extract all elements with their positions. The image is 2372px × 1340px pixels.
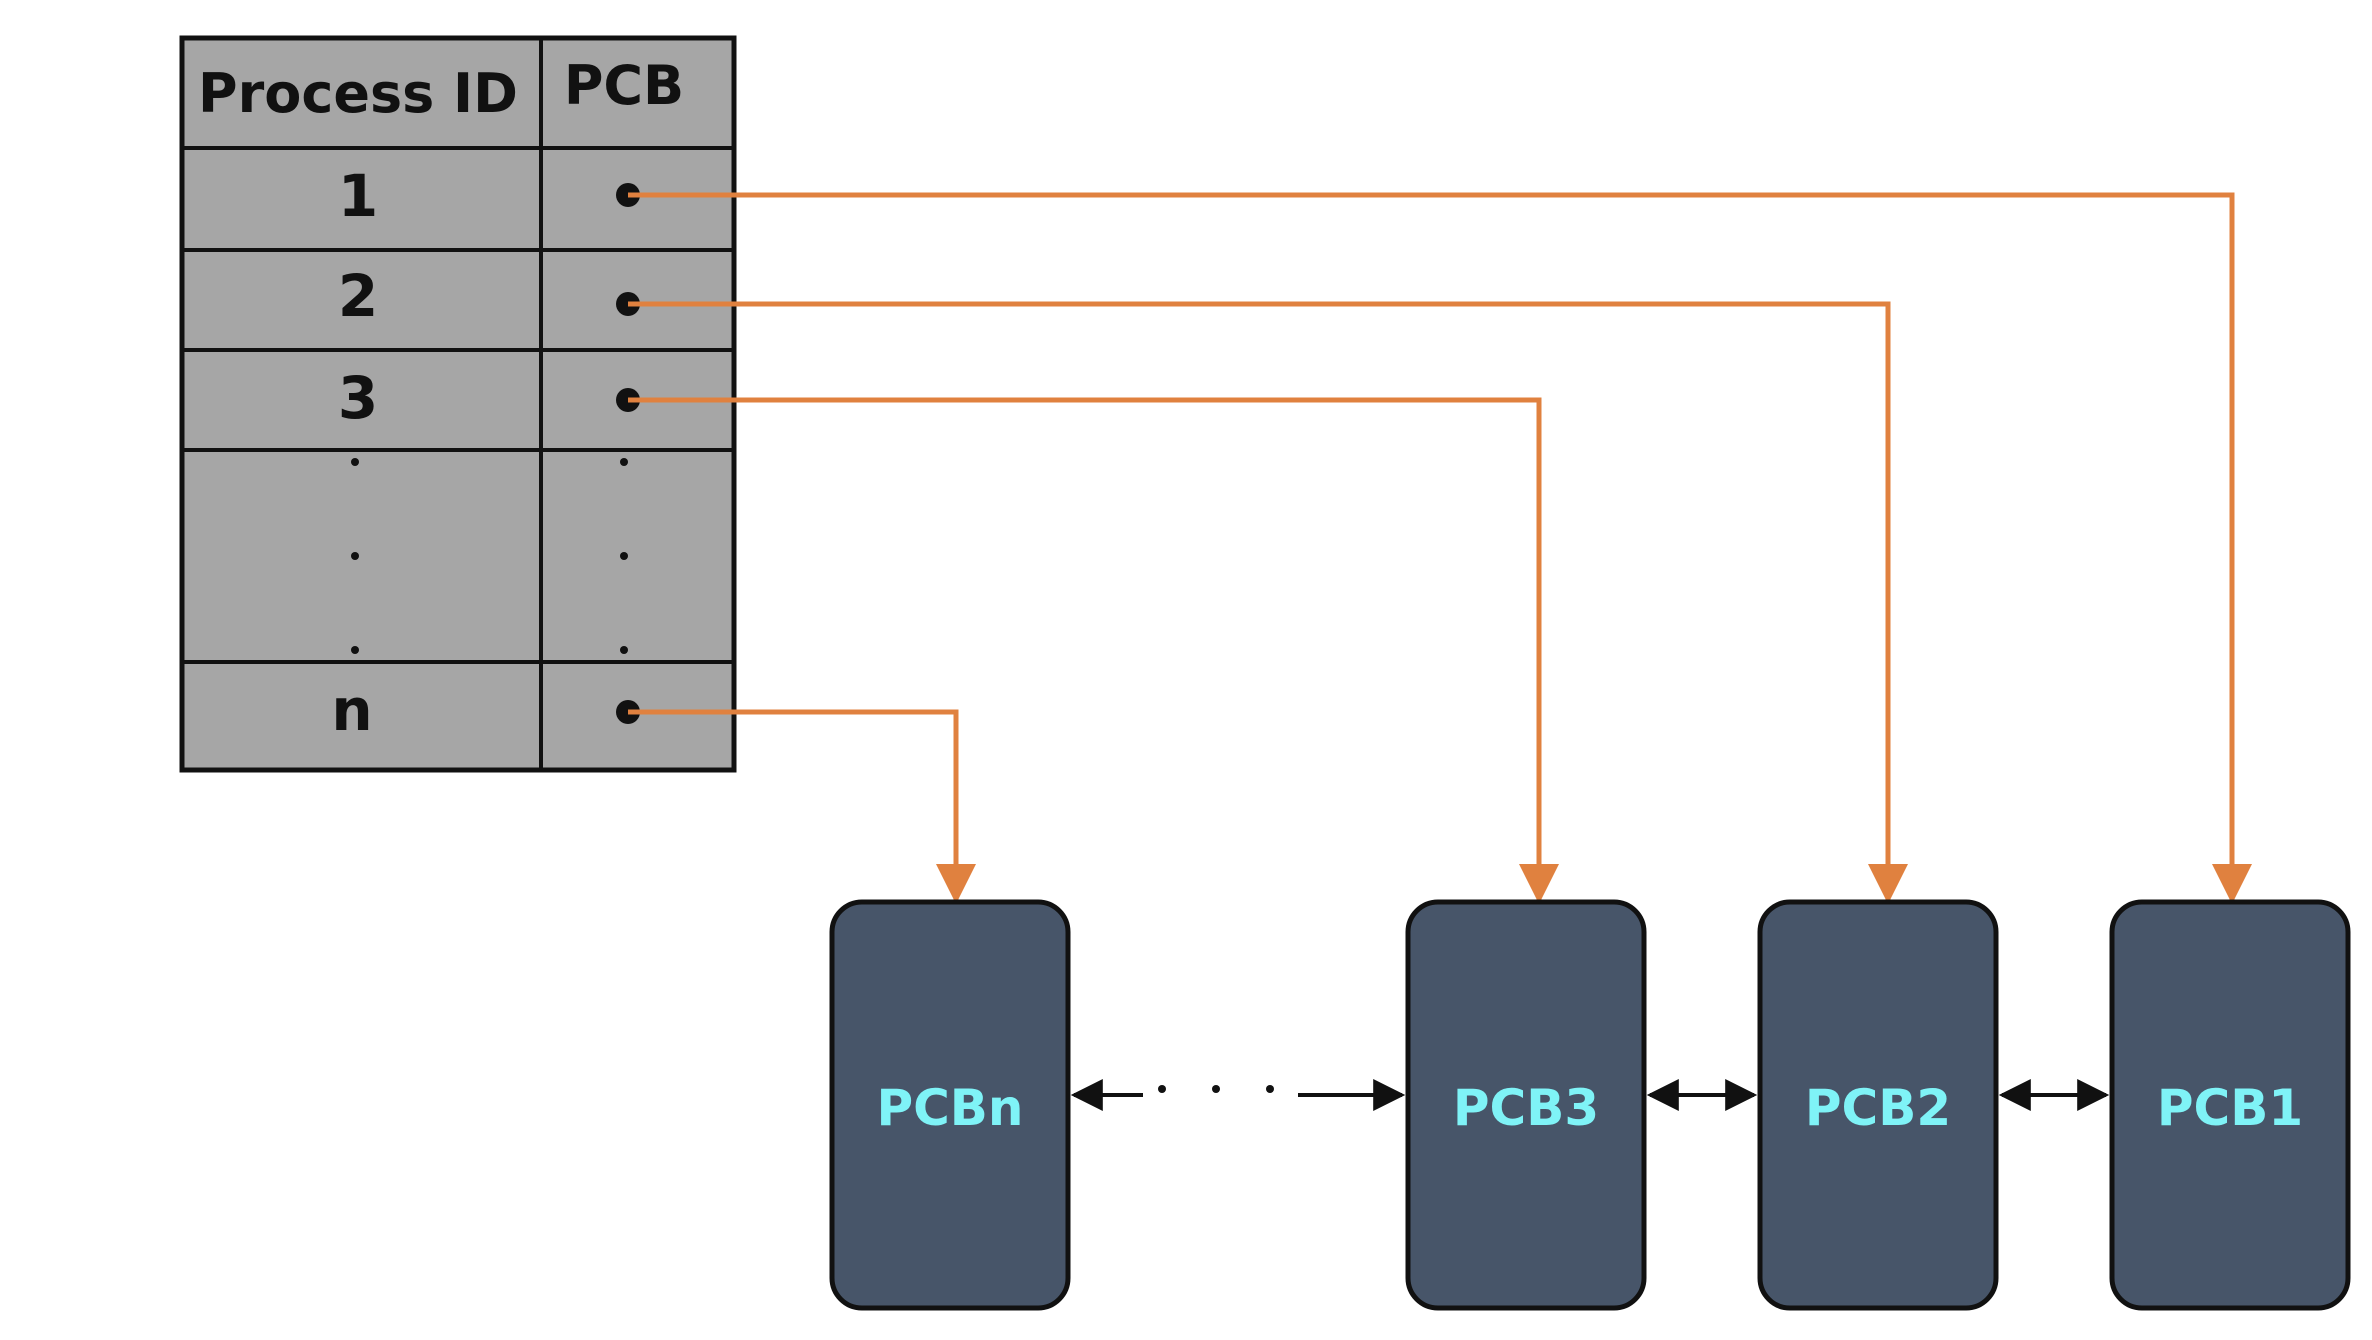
pcb-label: PCB2 [1805, 1079, 1951, 1137]
pointer-line-3 [628, 397, 1559, 904]
pcb-label: PCBn [876, 1079, 1023, 1137]
pointer-lines [628, 192, 2252, 904]
ellipsis-row [351, 458, 628, 654]
ellipsis-dot [351, 646, 359, 654]
pointer-line-n [628, 709, 976, 904]
pcb-header: PCB [564, 54, 684, 117]
ellipsis-dot [620, 552, 628, 560]
pcb-box [2109, 899, 2351, 1311]
pcb-box-2: PCB2 [1757, 899, 1999, 1311]
process-id-header: Process ID [198, 62, 518, 125]
pcb-box-n: PCBn [829, 899, 1071, 1311]
pcb-box [1757, 899, 1999, 1311]
link-ellipsis-dot [1158, 1085, 1166, 1093]
table-frame [179, 35, 737, 773]
process-id-cell: n [331, 676, 372, 744]
pointer-line-1 [628, 192, 2252, 904]
pcb-box [829, 899, 1071, 1311]
ellipsis-dot [351, 552, 359, 560]
ellipsis-dot [620, 458, 628, 466]
pcb-boxes: PCBn PCB3 PCB2 PCB1 [829, 899, 2351, 1311]
pcb-box [1405, 899, 1647, 1311]
link-ellipsis-dot [1212, 1085, 1220, 1093]
process-id-cell: 1 [338, 162, 378, 230]
process-id-cell: 2 [338, 262, 378, 330]
ellipsis-dot [620, 646, 628, 654]
link-ellipsis-dot [1266, 1085, 1274, 1093]
process-table: Process ID PCB 1 2 3 n [179, 35, 737, 773]
pcb-links [1070, 1079, 2110, 1111]
pcb-label: PCB3 [1453, 1079, 1599, 1137]
process-id-cell: 3 [338, 364, 378, 432]
pointer-line-2 [628, 301, 1908, 904]
pcb-box-3: PCB3 [1405, 899, 1647, 1311]
pcb-box-1: PCB1 [2109, 899, 2351, 1311]
ellipsis-dot [351, 458, 359, 466]
pcb-label: PCB1 [2157, 1079, 2303, 1137]
